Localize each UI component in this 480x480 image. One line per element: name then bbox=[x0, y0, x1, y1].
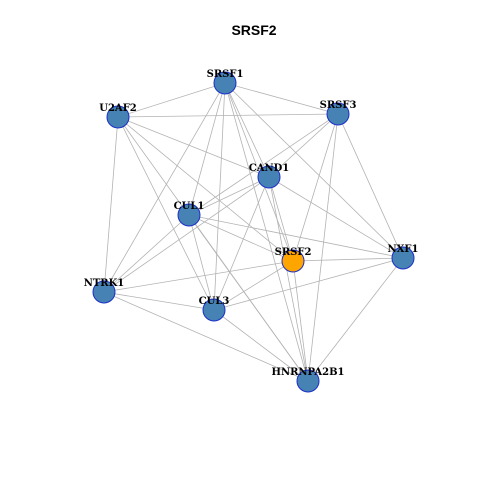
edge-srsf1-srsf3 bbox=[224, 82, 339, 115]
edge-cand1-nxf1 bbox=[268, 176, 404, 259]
node-label-cul3: CUL3 bbox=[199, 296, 230, 307]
edge-layer bbox=[103, 82, 404, 382]
node-label-ntrk1: NTRK1 bbox=[84, 278, 125, 289]
edge-srsf1-ntrk1 bbox=[103, 82, 226, 293]
edge-ntrk1-cul3 bbox=[103, 291, 215, 311]
edge-srsf2-hnrnpa2b1 bbox=[292, 260, 309, 382]
edge-cul1-hnrnpa2b1 bbox=[188, 214, 309, 382]
node-u2af2 bbox=[106, 105, 130, 129]
edge-srsf3-hnrnpa2b1 bbox=[307, 113, 339, 382]
edge-srsf3-nxf1 bbox=[337, 113, 404, 259]
edge-cul3-hnrnpa2b1 bbox=[213, 309, 309, 382]
edge-cul1-nxf1 bbox=[188, 214, 404, 259]
edge-srsf3-cul1 bbox=[188, 113, 339, 216]
edge-srsf1-nxf1 bbox=[224, 82, 404, 259]
edge-u2af2-cand1 bbox=[117, 116, 270, 178]
node-cul3 bbox=[202, 298, 226, 322]
edge-srsf2-cul3 bbox=[213, 260, 294, 311]
edge-srsf1-cul3 bbox=[213, 82, 226, 311]
node-ntrk1 bbox=[92, 280, 116, 304]
edge-srsf1-cand1 bbox=[224, 82, 270, 178]
edge-srsf1-cul1 bbox=[188, 82, 226, 216]
edge-cand1-cul3 bbox=[213, 176, 270, 311]
node-cul1 bbox=[177, 203, 201, 227]
node-label-srsf2: SRSF2 bbox=[275, 247, 312, 258]
node-label-srsf1: SRSF1 bbox=[207, 69, 244, 80]
edge-srsf1-u2af2 bbox=[117, 82, 226, 118]
edge-srsf3-srsf2 bbox=[292, 113, 339, 262]
node-layer bbox=[92, 71, 415, 393]
node-cand1 bbox=[257, 165, 281, 189]
node-srsf1 bbox=[213, 71, 237, 95]
node-nxf1 bbox=[391, 246, 415, 270]
node-label-cand1: CAND1 bbox=[249, 163, 290, 174]
edge-srsf2-ntrk1 bbox=[103, 260, 294, 293]
edge-u2af2-srsf3 bbox=[117, 113, 339, 118]
edge-srsf2-nxf1 bbox=[292, 257, 404, 262]
node-srsf2 bbox=[281, 249, 305, 273]
node-srsf3 bbox=[326, 102, 350, 126]
edge-cul1-srsf2 bbox=[188, 214, 294, 262]
node-label-u2af2: U2AF2 bbox=[99, 103, 137, 114]
edge-nxf1-hnrnpa2b1 bbox=[307, 257, 404, 382]
edge-srsf3-cand1 bbox=[268, 113, 339, 178]
edge-cul1-ntrk1 bbox=[103, 214, 190, 293]
edge-nxf1-cul3 bbox=[213, 257, 404, 311]
edge-cand1-cul1 bbox=[188, 176, 270, 216]
edge-cand1-hnrnpa2b1 bbox=[268, 176, 309, 382]
edge-cand1-ntrk1 bbox=[103, 176, 270, 293]
edge-cul1-cul3 bbox=[188, 214, 215, 311]
edge-u2af2-ntrk1 bbox=[103, 116, 119, 293]
edge-u2af2-srsf2 bbox=[117, 116, 294, 262]
node-hnrnpa2b1 bbox=[296, 369, 320, 393]
node-label-cul1: CUL1 bbox=[174, 201, 205, 212]
edge-cand1-srsf2 bbox=[268, 176, 294, 262]
edge-ntrk1-hnrnpa2b1 bbox=[103, 291, 309, 382]
plot-title: SRSF2 bbox=[231, 22, 276, 38]
node-label-nxf1: NXF1 bbox=[388, 244, 419, 255]
node-label-srsf3: SRSF3 bbox=[320, 100, 357, 111]
edge-srsf1-hnrnpa2b1 bbox=[224, 82, 309, 382]
edge-u2af2-cul3 bbox=[117, 116, 215, 311]
node-label-hnrnpa2b1: HNRNPA2B1 bbox=[272, 367, 345, 378]
